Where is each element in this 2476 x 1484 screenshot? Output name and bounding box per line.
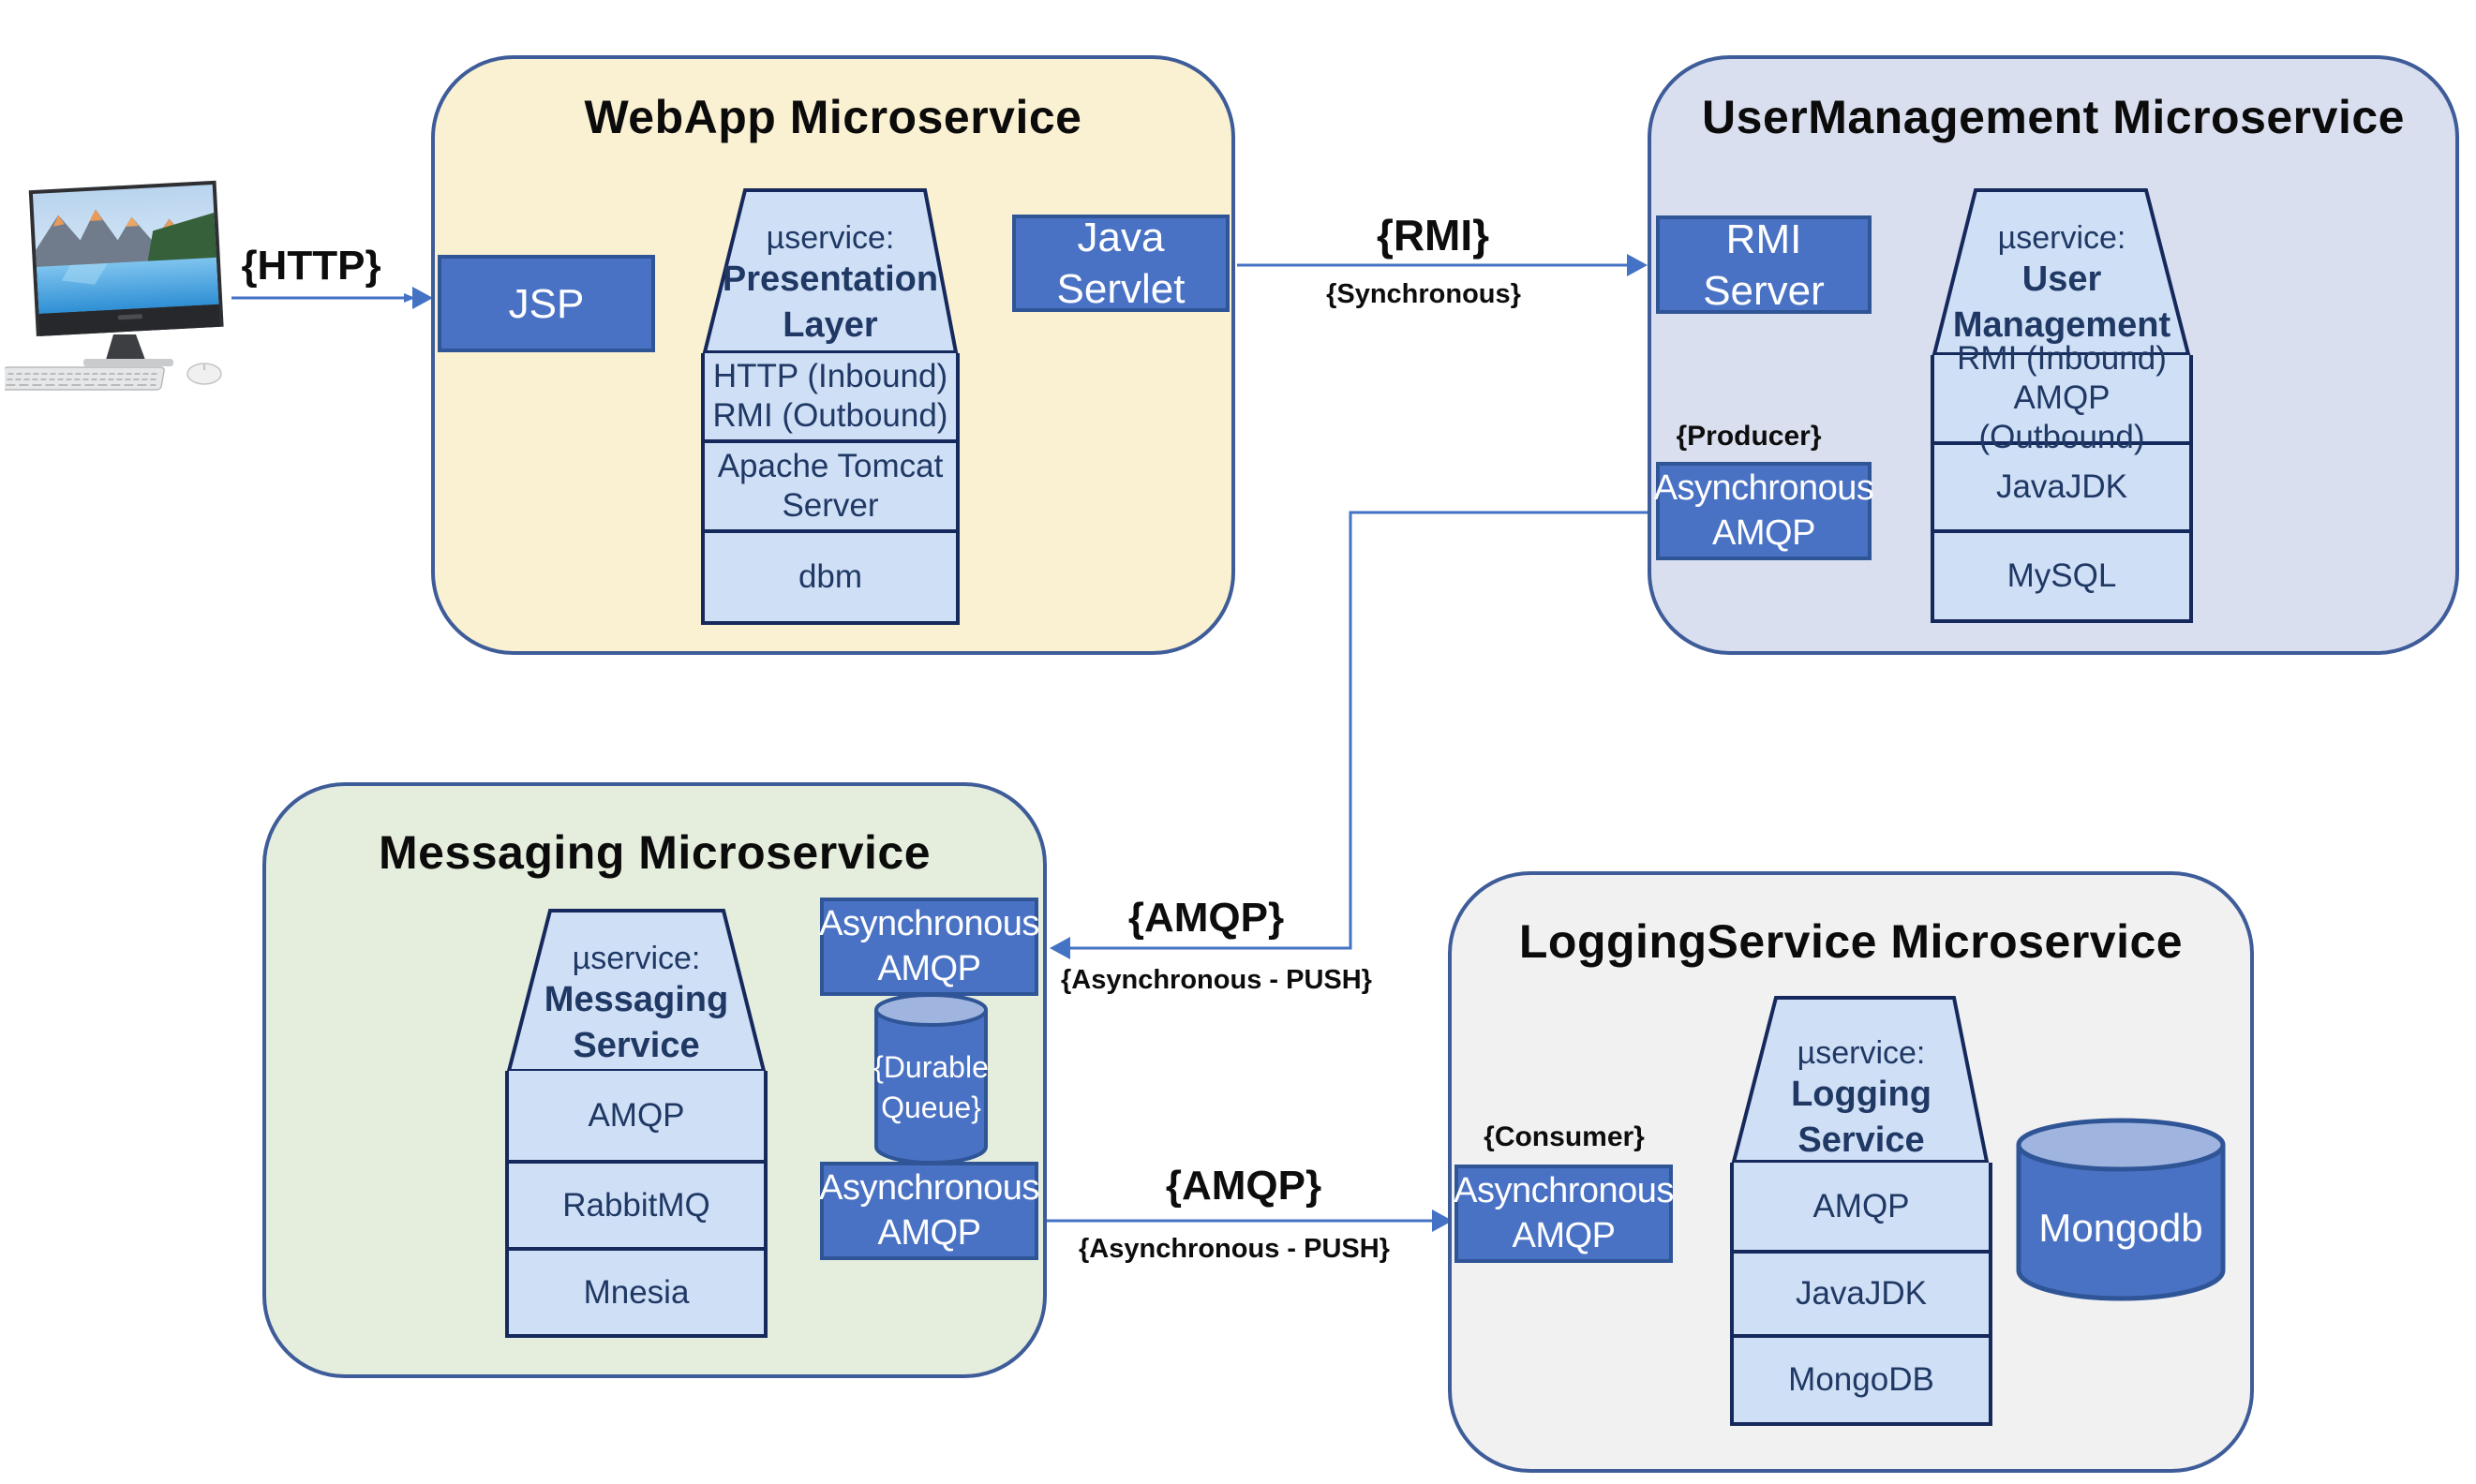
- rmi-connection-sublabel: {Synchronous}: [1326, 279, 1521, 309]
- jsp-label: JSP: [508, 280, 585, 327]
- messaging-async-amqp-out-label: Asynchronous AMQP: [819, 1168, 1039, 1253]
- usermanagement-stack-header: µservice: User Management: [1931, 220, 2193, 349]
- java-servlet-node: Java Servlet: [1012, 215, 1230, 312]
- logging-stack-row-jdk: JavaJDK: [1734, 1250, 1989, 1334]
- logging-stack-header: µservice: Logging Service: [1730, 1035, 1992, 1165]
- webapp-stack-trapezoid: [702, 188, 959, 354]
- rmi-connection-label: {RMI}: [1376, 211, 1490, 260]
- usermanagement-stack-row-db: MySQL: [1934, 529, 2189, 619]
- usermanagement-async-amqp-label: Asynchronous AMQP: [1653, 468, 1874, 553]
- amqp-push-connection-sublabel: {Asynchronous - PUSH}: [1061, 965, 1372, 995]
- logging-stack-trapezoid: [1731, 996, 1990, 1164]
- usermanagement-stack-rows: RMI (Inbound) AMQP (Outbound) JavaJDK My…: [1931, 340, 2193, 623]
- amqp-push-connection-label: {AMQP}: [1127, 895, 1285, 941]
- webapp-stack-row-protocols: HTTP (Inbound) RMI (Outbound): [705, 353, 956, 439]
- messaging-async-amqp-out-node: Asynchronous AMQP: [819, 1162, 1039, 1260]
- user-computer-icon: [5, 180, 224, 391]
- messaging-stack-row-protocol: AMQP: [509, 1071, 764, 1160]
- webapp-stack-rows: HTTP (Inbound) RMI (Outbound) Apache Tom…: [701, 353, 960, 625]
- webapp-stack-row-db: dbm: [705, 529, 956, 621]
- logging-stack-name: Logging Service: [1791, 1075, 1932, 1161]
- messaging-async-amqp-in-label: Asynchronous AMQP: [819, 904, 1039, 988]
- logging-stack-row-db: MongoDB: [1734, 1334, 1989, 1422]
- messaging-stack-row-broker: RabbitMQ: [509, 1160, 764, 1247]
- logging-stack-rows: AMQP JavaJDK MongoDB: [1730, 1163, 1992, 1426]
- mongodb-cylinder: [2016, 1118, 2226, 1301]
- amqp-logging-connection-label: {AMQP}: [1165, 1163, 1322, 1209]
- amqp-logging-connection-sublabel: {Asynchronous - PUSH}: [1079, 1234, 1390, 1264]
- messaging-stack-header: µservice: Messaging Service: [505, 941, 768, 1070]
- usermanagement-stack-trapezoid: [1932, 188, 2191, 356]
- usermanagement-stack-name: User Management: [1952, 260, 2171, 346]
- java-servlet-label: Java Servlet: [1056, 215, 1186, 312]
- usermanagement-async-amqp-node: Asynchronous AMQP: [1653, 462, 1874, 560]
- usermanagement-stack-prefix: µservice:: [1997, 220, 2126, 256]
- messaging-stack-prefix: µservice:: [572, 941, 701, 976]
- messaging-stack-row-db: Mnesia: [509, 1247, 764, 1334]
- messaging-stack-rows: AMQP RabbitMQ Mnesia: [505, 1071, 768, 1338]
- http-connection-label: {HTTP}: [241, 243, 381, 289]
- webapp-stack-row-server: Apache Tomcat Server: [705, 439, 956, 529]
- messaging-title: Messaging Microservice: [378, 826, 932, 879]
- webapp-stack-header: µservice: Presentation Layer: [701, 220, 960, 349]
- consumer-tag: {Consumer}: [1484, 1121, 1645, 1152]
- jsp-node: JSP: [438, 255, 655, 352]
- messaging-async-amqp-in-node: Asynchronous AMQP: [819, 898, 1039, 996]
- webapp-title: WebApp Microservice: [584, 91, 1082, 143]
- producer-tag: {Producer}: [1676, 421, 1822, 452]
- logging-async-amqp-node: Asynchronous AMQP: [1454, 1165, 1674, 1263]
- webapp-stack-name: Presentation Layer: [722, 260, 939, 346]
- messaging-stack-name: Messaging Service: [544, 980, 729, 1066]
- durable-queue-label: {Durable Queue}: [873, 1050, 989, 1125]
- rmi-server-node: RMI Server: [1656, 215, 1872, 314]
- webapp-stack-prefix: µservice:: [766, 220, 895, 256]
- usermanagement-stack-row-protocols: RMI (Inbound) AMQP (Outbound): [1934, 340, 2189, 455]
- logging-stack-row-protocol: AMQP: [1734, 1163, 1989, 1250]
- logging-stack-prefix: µservice:: [1797, 1035, 1926, 1071]
- logging-async-amqp-label: Asynchronous AMQP: [1454, 1171, 1674, 1255]
- rmi-server-label: RMI Server: [1703, 215, 1825, 314]
- usermanagement-stack-row-jdk: JavaJDK: [1934, 441, 2189, 529]
- usermanagement-title: UserManagement Microservice: [1702, 91, 2405, 143]
- logging-title: LoggingService Microservice: [1518, 915, 2184, 968]
- mongodb-label: Mongodb: [2038, 1206, 2203, 1250]
